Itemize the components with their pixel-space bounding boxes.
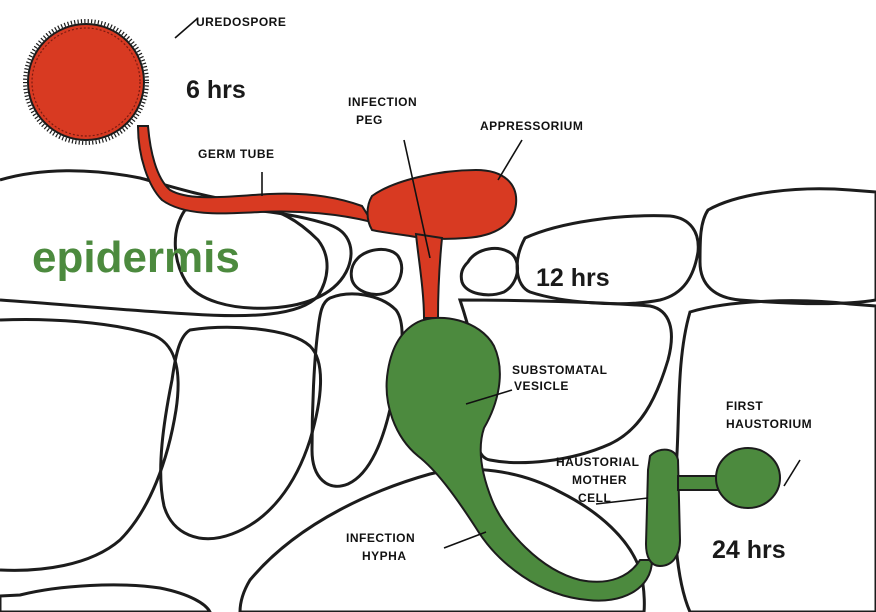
- leader-haustorium: [784, 460, 800, 486]
- infection-peg: [416, 234, 442, 318]
- label-uredospore: UREDOSPORE: [196, 15, 286, 29]
- label-haustorial-1: HAUSTORIAL: [556, 455, 639, 469]
- cell-middle-center-left: [161, 327, 321, 538]
- label-substomatal-2: VESICLE: [514, 379, 569, 393]
- label-infection-hypha-1: INFECTION: [346, 531, 415, 545]
- cell-middle-left: [0, 320, 178, 571]
- haustorial-mother-cell: [646, 450, 680, 566]
- time-12-hrs: 12 hrs: [536, 264, 610, 292]
- uredospore: [28, 24, 144, 140]
- label-germ-tube: GERM TUBE: [198, 147, 275, 161]
- cell-right-large: [675, 301, 876, 612]
- label-first-haustorium-1: FIRST: [726, 399, 763, 413]
- label-infection-hypha-2: HYPHA: [362, 549, 407, 563]
- appressorium: [368, 170, 517, 239]
- time-24-hrs: 24 hrs: [712, 536, 786, 564]
- guard-cell-left: [351, 249, 401, 294]
- tissue-label-epidermis: epidermis: [32, 233, 240, 282]
- haustorium-neck: [678, 476, 718, 490]
- leader-infection-hypha: [444, 532, 486, 548]
- label-first-haustorium-2: HAUSTORIUM: [726, 417, 812, 431]
- guard-cell-right: [461, 248, 517, 294]
- label-haustorial-2: MOTHER: [572, 473, 627, 487]
- label-infection-peg-2: PEG: [356, 113, 383, 127]
- label-substomatal-1: SUBSTOMATAL: [512, 363, 608, 377]
- label-infection-peg-1: INFECTION: [348, 95, 417, 109]
- cell-top-right: [700, 189, 876, 304]
- cell-bottom-left: [0, 585, 210, 612]
- leader-appressorium: [498, 140, 522, 180]
- first-haustorium: [716, 448, 780, 508]
- label-haustorial-3: CELL: [578, 491, 611, 505]
- label-appressorium: APPRESSORIUM: [480, 119, 583, 133]
- germ-tube: [138, 126, 372, 222]
- leader-uredospore: [175, 18, 198, 38]
- time-6-hrs: 6 hrs: [186, 76, 246, 104]
